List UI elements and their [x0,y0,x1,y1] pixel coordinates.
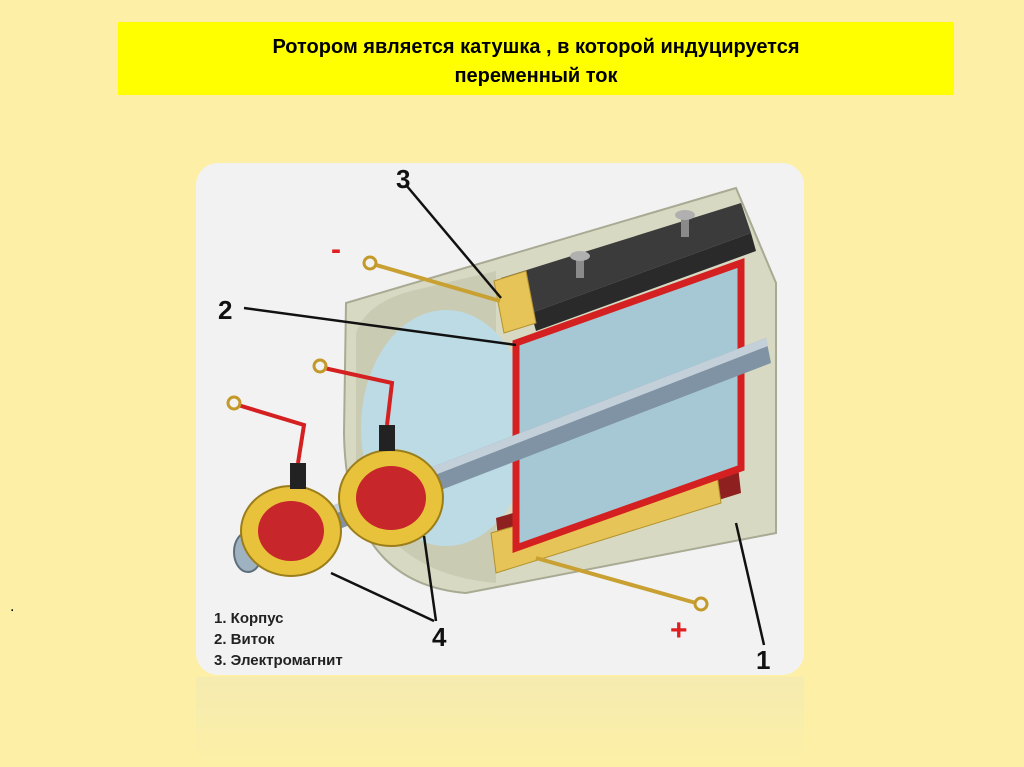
terminal-2 [312,358,328,374]
callout-line-1 [734,522,766,646]
bolt-1 [576,256,584,278]
bolt-1-head [570,251,590,261]
figure-reflection [196,677,804,767]
callout-line-4a [330,571,435,623]
callout-4: 4 [432,622,447,652]
footnote-mark: . [10,598,15,615]
lead-2 [323,366,395,426]
terminal-1 [226,395,242,411]
generator-illustration: 3 2 4 1 - + 1. Корпус 2. Виток 3. Электр… [214,164,777,675]
title-banner: Ротором является катушка , в которой инд… [118,22,954,95]
callout-1: 1 [756,645,770,675]
title-line-1: Ротором является катушка , в которой инд… [272,36,800,58]
bolt-2 [681,215,689,237]
field-terminal-minus [362,255,378,271]
polarity-plus: + [670,614,688,647]
legend-item-2: 2. Виток [214,631,275,648]
brush-2 [379,425,395,451]
bolt-2-head [675,210,695,220]
callout-2: 2 [218,295,232,325]
winding-top [493,270,537,334]
slip-ring-1-inner [258,501,324,561]
callout-3: 3 [396,164,410,194]
rotor-coil-loop [512,258,745,553]
field-lead-minus [375,263,501,303]
title-line-2: переменный ток [454,65,618,87]
callout-line-3 [405,184,502,299]
generator-diagram: 3 2 4 1 - + 1. Корпус 2. Виток 3. Электр… [196,163,804,675]
callout-line-2 [243,306,517,347]
polarity-minus: - [331,233,341,266]
callout-line-4b [422,535,438,622]
legend-item-3: 3. Электромагнит [214,652,343,669]
field-lead-plus [535,556,697,605]
pole-top-side [531,233,756,331]
brush-1 [290,463,306,489]
field-terminal-plus [693,596,709,612]
legend-item-1: 1. Корпус [214,610,284,627]
lead-1 [237,403,307,464]
slip-ring-2-inner [356,466,426,530]
reflection-fill [196,677,804,767]
